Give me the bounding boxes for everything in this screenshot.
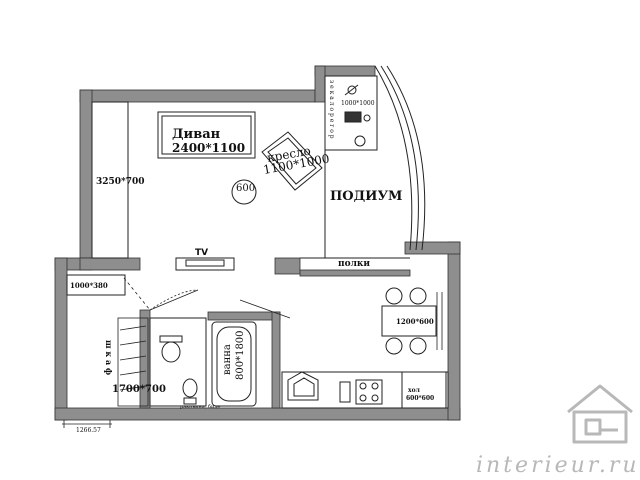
house-watermark-icon — [567, 384, 633, 444]
watermark-text: interieur.ru — [476, 453, 640, 478]
device-icon — [344, 111, 362, 123]
dining-table-label: 1200*600 — [396, 317, 434, 326]
armchair — [261, 131, 323, 191]
door-dimension — [62, 420, 112, 428]
kitchen — [281, 371, 449, 409]
door-dimension-label: 1266.57 — [76, 427, 101, 434]
tv-stand — [175, 257, 235, 271]
bath-size-label: 800*1800 — [235, 330, 246, 380]
bidet-icon — [182, 378, 198, 405]
closet-vertical-label: з е к а л о р е г о р — [328, 80, 335, 139]
bathroom — [149, 317, 207, 407]
round-table — [231, 179, 257, 205]
round-table-label: 600 — [236, 183, 255, 194]
sofa-label: Диван — [172, 127, 221, 142]
wardrobe-size-label: 1700*700 — [112, 384, 166, 395]
stove-icon — [355, 379, 383, 405]
bath-label: ванна — [222, 344, 233, 375]
closet — [324, 75, 378, 151]
sofa — [157, 111, 256, 159]
dining-set — [381, 287, 437, 355]
toilet-icon — [159, 335, 183, 363]
shelves-label: полки — [338, 259, 370, 269]
entry-size-label: 1000*380 — [70, 281, 108, 290]
entry-shelf — [66, 274, 126, 296]
wardrobe — [117, 317, 149, 407]
left-unit — [91, 101, 129, 259]
sofa-size-label: 2400*1100 — [172, 141, 245, 155]
sink-icon — [339, 381, 351, 403]
fridge-label: хол — [408, 387, 421, 394]
walls — [54, 65, 461, 421]
bathtub — [211, 321, 257, 407]
fridge — [401, 371, 447, 409]
lamp-icon — [347, 85, 357, 95]
fridge-size-label: 600*600 — [406, 395, 434, 402]
tv-label: TV — [195, 248, 208, 258]
left-unit-label: 3250*700 — [96, 177, 145, 187]
right-window — [436, 292, 443, 350]
wardrobe-vertical-label: ш к а ф — [104, 340, 114, 375]
sink-label: раковина, биде — [180, 403, 220, 410]
bay-window — [374, 65, 426, 251]
doors — [123, 277, 291, 319]
closet-size-label: 1000*1000 — [341, 100, 375, 107]
podium-label: ПОДИУМ — [330, 189, 402, 204]
